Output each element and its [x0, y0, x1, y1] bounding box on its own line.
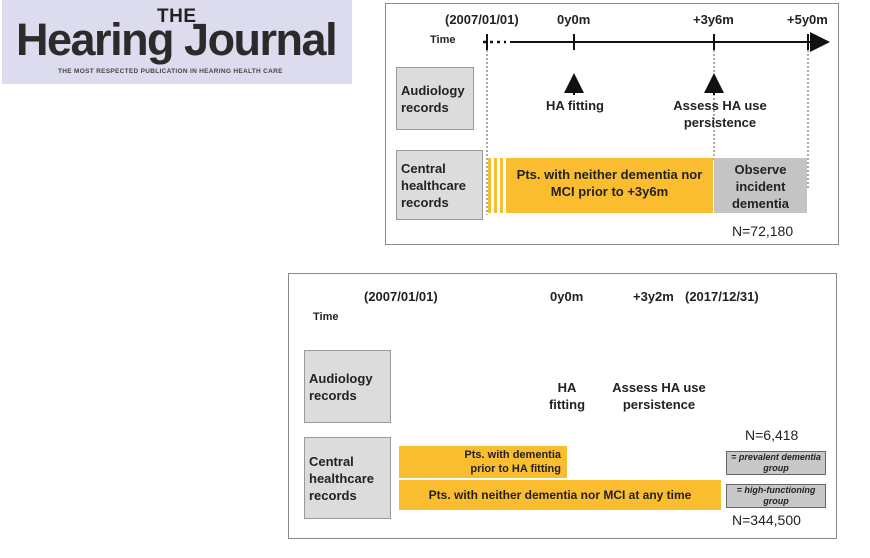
d2-central-box: Central healthcare records — [304, 437, 391, 519]
d2-legend-prevalent: = prevalent dementia group — [726, 451, 826, 475]
d2-n-prevalent: N=6,418 — [745, 427, 799, 443]
d2-mark-start: (2007/01/01) — [364, 289, 438, 304]
d1-stripe-2 — [494, 158, 497, 213]
logo-the: THE — [157, 6, 197, 27]
logo-title: Hearing Journal — [16, 14, 338, 65]
d1-n-label: N=72,180 — [732, 223, 794, 239]
d2-mark-3y2m: +3y2m — [633, 289, 674, 304]
d1-ha-fitting-label: HA fitting — [546, 98, 604, 113]
d2-assess-label: Assess HA use persistence — [612, 380, 706, 412]
d1-stripe-1 — [488, 158, 491, 213]
journal-logo: THE Hearing Journal THE MOST RESPECTED P… — [2, 0, 352, 84]
d2-time-label: Time — [313, 311, 339, 323]
d2-mark-0y0m: 0y0m — [550, 289, 584, 304]
d2-audiology-box: Audiology records — [304, 350, 391, 423]
d1-mark-3y6m: +3y6m — [693, 12, 734, 27]
d1-pts-box: Pts. with neither dementia nor MCI prior… — [506, 158, 713, 213]
d1-audiology-box: Audiology records — [396, 67, 474, 130]
d1-observe-box: Observe incident dementia — [714, 158, 807, 213]
logo-tagline: THE MOST RESPECTED PUBLICATION IN HEARIN… — [58, 68, 283, 75]
d2-mark-end: (2017/12/31) — [685, 289, 759, 304]
d2-legend-high-text: = high-functioning group — [736, 485, 816, 506]
d1-mark-5y0m: +5y0m — [787, 12, 828, 27]
d2-legend-high: = high-functioning group — [726, 484, 826, 508]
d1-mark-start: (2007/01/01) — [445, 12, 519, 27]
d1-central-box: Central healthcare records — [396, 150, 483, 220]
d1-stripe-3 — [500, 158, 503, 213]
d2-ha-fitting-label: HA fitting — [548, 380, 586, 412]
d2-neither-box: Pts. with neither dementia nor MCI at an… — [399, 480, 721, 510]
d2-n-high: N=344,500 — [732, 512, 801, 528]
d1-time-label: Time — [430, 34, 456, 46]
d2-dementia-box: Pts. with dementia prior to HA fitting — [399, 446, 567, 478]
d1-assess-label: Assess HA use persistence — [673, 98, 767, 130]
d2-legend-prevalent-text: = prevalent dementia group — [731, 452, 821, 473]
d1-mark-0y0m: 0y0m — [557, 12, 591, 27]
